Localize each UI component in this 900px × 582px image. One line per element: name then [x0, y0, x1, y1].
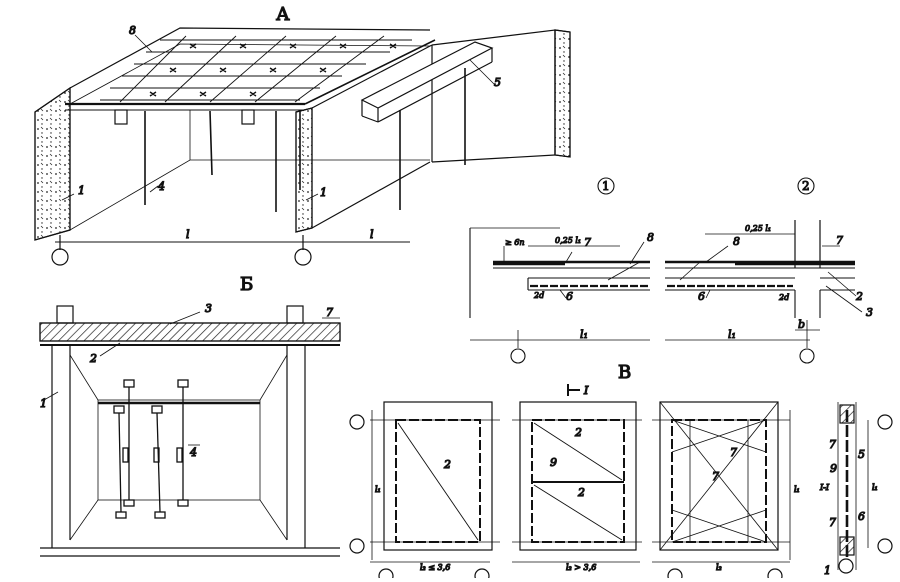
- rebar-grid: [100, 35, 412, 103]
- callout: 8: [129, 24, 136, 37]
- callout: 6: [566, 290, 573, 303]
- dim-label: 0,25 l₁: [555, 236, 581, 245]
- panel-a: А: [34, 3, 571, 266]
- section-label: I-I: [819, 483, 830, 492]
- callout: 3: [205, 302, 212, 315]
- callout: 7: [712, 470, 719, 483]
- dim-label: 2d: [533, 291, 544, 300]
- callout: 1: [78, 184, 85, 197]
- axis-marker: [51, 248, 69, 266]
- plan-1: l₁ l₂ ≤ 3,6 2: [349, 401, 500, 582]
- callout: 5: [494, 76, 501, 89]
- dim-label: 0,25 l₁: [745, 224, 771, 233]
- axis-marker: [510, 348, 526, 364]
- dim-label: b: [798, 318, 805, 331]
- right-wall: [554, 29, 571, 158]
- detail-marker: 1: [602, 179, 610, 193]
- axis-marker: [349, 538, 365, 554]
- dim-label: l₂ ≤ 3,6: [420, 563, 450, 572]
- callout: 7: [326, 306, 333, 319]
- axis-marker: [877, 414, 893, 430]
- dim-label: l₂ > 3,6: [566, 563, 596, 572]
- props: [144, 110, 301, 212]
- telescopic-props: [113, 379, 189, 519]
- axis-marker: [799, 348, 815, 364]
- callout: 9: [550, 456, 557, 469]
- plan-3: l₁ l₂ 7 7: [652, 401, 800, 582]
- callout: 8: [733, 235, 740, 248]
- callout: 6: [858, 510, 865, 523]
- section-i-i: I-I l₁ 7 9 7 5 6 1: [818, 402, 893, 578]
- dim-label: l: [370, 228, 374, 241]
- dim-label: l₁: [580, 328, 588, 341]
- callout: 8: [647, 231, 654, 244]
- callout: 2: [577, 486, 585, 499]
- axis-marker: [767, 568, 783, 582]
- panel-v: В I l₁ l₂ ≤ 3,6 2: [349, 361, 893, 582]
- dim-label: 2d: [778, 293, 789, 302]
- detail-marker: 2: [802, 179, 810, 193]
- callout: 9: [830, 462, 837, 475]
- callout: 2: [855, 290, 863, 303]
- axis-marker: [474, 568, 490, 582]
- axis-marker: [838, 558, 854, 574]
- dim-label: l₁: [728, 328, 736, 341]
- panel-b: Б 3 7 2: [39, 273, 341, 557]
- slab-top-edge: [69, 27, 431, 89]
- callout: 6: [698, 290, 705, 303]
- dim-label: l₁: [794, 485, 800, 494]
- dim-label: l₁: [872, 483, 878, 492]
- callout: 7: [829, 516, 836, 529]
- callout: 7: [829, 438, 836, 451]
- plan-2: l₂ > 3,6 2 9 2: [512, 401, 642, 573]
- axis-marker: [294, 248, 312, 266]
- axis-marker: [378, 568, 394, 582]
- detail-1: 1 0,25 l₁ ≥ 6п 2d l₁ 7 8 6: [469, 177, 655, 364]
- callout: 1: [40, 397, 47, 410]
- axis-marker: [667, 568, 683, 582]
- callout: 3: [866, 306, 873, 319]
- callout: 7: [836, 234, 843, 247]
- callout: 7: [584, 236, 591, 249]
- axis-marker: [349, 414, 365, 430]
- dim-label: l₁: [375, 485, 381, 494]
- dim-label: ≥ 6п: [505, 238, 525, 247]
- floor-line: [69, 159, 430, 231]
- middle-wall: [295, 107, 313, 233]
- detail-2: 2 0,25 l₁ 2d b l₁ 8 7 6 2 3: [665, 177, 874, 364]
- back-wall: [97, 399, 261, 501]
- axis-marker: [877, 538, 893, 554]
- callout: 1: [320, 186, 327, 199]
- panel-a-title: А: [276, 4, 290, 25]
- dim-label: l₂: [716, 563, 722, 572]
- floor-slab: [39, 322, 341, 342]
- callout: 2: [574, 426, 582, 439]
- callout: 4: [189, 446, 197, 459]
- callout: 5: [858, 448, 865, 461]
- panel-v-title: В: [618, 362, 631, 383]
- left-wall: [34, 86, 71, 241]
- callout: 4: [157, 180, 165, 193]
- callout: 1: [824, 564, 831, 577]
- panel-b-title: Б: [240, 274, 253, 295]
- section-mark: I: [583, 384, 589, 397]
- callout: 2: [89, 352, 97, 365]
- dim-label: l: [186, 228, 190, 241]
- callout: 7: [730, 446, 737, 459]
- callout: 2: [443, 458, 451, 471]
